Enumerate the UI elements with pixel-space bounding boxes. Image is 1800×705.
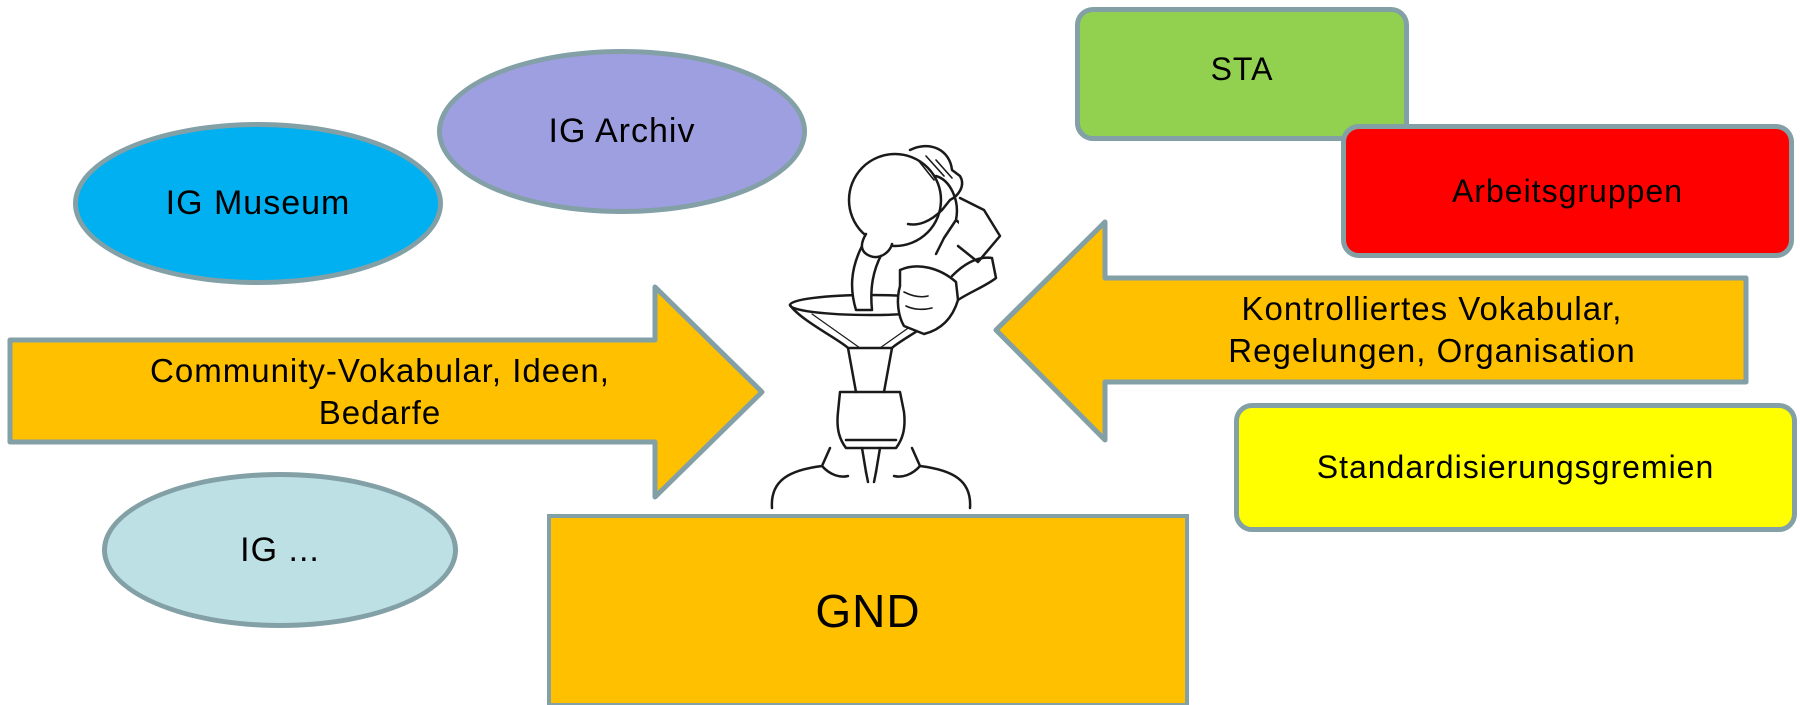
- ellipse-ig-more: IG ...: [102, 472, 458, 628]
- right-arrow-label: Kontrolliertes Vokabular, Regelungen, Or…: [1112, 288, 1752, 372]
- box-sta: STA: [1075, 7, 1409, 141]
- box-arbeitsgruppen: Arbeitsgruppen: [1341, 124, 1794, 258]
- box-arbeitsgruppen-label: Arbeitsgruppen: [1451, 172, 1684, 209]
- ellipse-ig-archiv-label: IG Archiv: [548, 112, 696, 150]
- gnd-label: GND: [815, 584, 921, 637]
- right-arrow-line-2: Regelungen, Organisation: [1228, 332, 1636, 369]
- gnd-box: GND: [547, 514, 1189, 705]
- box-standardisierungsgremien-label: Standardisierungsgremien: [1316, 449, 1715, 485]
- ellipse-ig-more-label: IG ...: [240, 530, 320, 569]
- box-standardisierungsgremien: Standardisierungsgremien: [1234, 403, 1797, 532]
- right-arrow-line-1: Kontrolliertes Vokabular,: [1241, 290, 1623, 327]
- box-sta-label: STA: [1210, 50, 1274, 87]
- left-arrow-shape: [7, 284, 765, 500]
- left-arrow-line-2: Bedarfe: [318, 394, 442, 431]
- right-arrow-shape: [993, 219, 1749, 443]
- left-arrow-label: Community-Vokabular, Ideen, Bedarfe: [40, 350, 720, 434]
- ellipse-ig-museum-label: IG Museum: [165, 184, 351, 222]
- ellipse-ig-archiv: IG Archiv: [437, 49, 807, 214]
- left-arrow-line-1: Community-Vokabular, Ideen,: [150, 352, 610, 389]
- funnel-illustration: [770, 144, 1002, 510]
- ellipse-ig-museum: IG Museum: [73, 122, 443, 285]
